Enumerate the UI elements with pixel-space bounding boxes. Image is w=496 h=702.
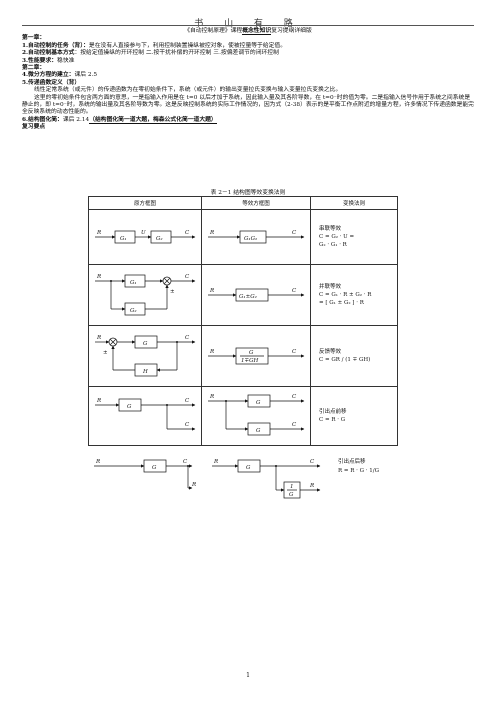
svg-text:R: R [191, 482, 196, 488]
svg-text:R: R [96, 398, 101, 404]
rule-pickoff-backward: 引出点后移 R = R · G · 1/G [338, 459, 380, 474]
table-caption: 表 2－1 结构图等效变换法则 [210, 190, 286, 196]
svg-text:G: G [256, 428, 261, 434]
svg-text:R: R [96, 274, 101, 280]
svg-text:R: R [209, 349, 214, 355]
svg-text:R: R [96, 335, 101, 341]
svg-text:U: U [141, 230, 146, 236]
item-2: 2.自动控制基本方式：按给定值操纵的开环控制 二.按干扰补偿的开环控制 三.按偏… [22, 50, 279, 57]
svg-text:G₁G₂: G₁G₂ [244, 236, 257, 242]
item-4: 4.微分方程的建立：课后 2.5 [22, 72, 98, 79]
svg-text:G₁±G₂: G₁±G₂ [239, 294, 257, 300]
rule-feedback: 反馈等效 C = GR / (1 ∓ GH) [310, 325, 398, 387]
svg-text:R: R [209, 230, 214, 236]
rule-pickoff-forward: 引出点前移 C = R · G [310, 386, 398, 446]
svg-text:C: C [292, 288, 297, 294]
svg-text:R: R [95, 459, 100, 465]
svg-text:H: H [142, 369, 148, 375]
col-header-equivalent: 等效方框图 [201, 196, 311, 210]
svg-text:R: R [209, 394, 214, 400]
svg-text:C: C [292, 230, 297, 236]
svg-text:±: ± [103, 350, 108, 356]
diagram-parallel-equivalent: R G₁±G₂ C [201, 264, 311, 326]
svg-text:1: 1 [290, 484, 294, 490]
svg-text:C: C [185, 274, 190, 280]
diagram-pickoff-forward-equivalent: R G G C C [201, 386, 311, 446]
transform-table: 原方框图 等效方框图 变换法则 R G₁ U G₂ C [88, 196, 398, 446]
review-heading: 复习要点 [22, 124, 46, 131]
svg-text:R: R [209, 288, 214, 294]
diagram-feedback-equivalent: R G 1∓GH C [201, 325, 311, 387]
svg-text:C: C [185, 335, 190, 341]
svg-text:C: C [183, 459, 188, 465]
item-6: 6.结构图化简：课后 2.14（结构图化简一道大题，梅森公式化简一道大题） [22, 116, 217, 124]
paragraph-2: 这里的零初始条件包含两方面的意思，一是指输入作用是在 t=0 以后才加于系统，因… [22, 94, 474, 116]
rule-series: 串联等效 C = G₂ · U = G₂ · G₁ · R [310, 209, 398, 265]
svg-text:±: ± [170, 289, 175, 295]
svg-text:G: G [246, 465, 251, 471]
svg-text:G₁: G₁ [130, 280, 137, 286]
paragraph-1: 线性定常系统（或元件）的传递函数为在零初始条件下，系统（或元件）的输出变量拉氏变… [34, 87, 342, 94]
diagram-feedback-original: R G H C ± [88, 325, 202, 387]
diagram-series-equivalent: R G₁G₂ C [201, 209, 311, 265]
item-1: 1.自动控制的任务（背）：是在没有人直接参与下，利用控制装置操纵被控对象，使被控… [22, 42, 287, 49]
svg-text:G₂: G₂ [130, 308, 137, 314]
svg-text:C: C [185, 230, 190, 236]
rule-parallel: 并联等效 C = G₁ · R ± G₂ · R = [ G₁ ± G₂ ] ·… [310, 264, 398, 326]
item-3: 3.性能要求：稳快准 [22, 57, 75, 64]
svg-text:G: G [289, 492, 294, 498]
svg-text:R: R [213, 459, 218, 465]
page-number: 1 [246, 672, 250, 679]
document-body: 《自动控制原理》课程概念性知识复习提纲详细版 第一章： 1.自动控制的任务（背）… [22, 28, 474, 132]
svg-text:G: G [127, 404, 132, 410]
item-5-heading: 5.传递函数定义（背） [22, 79, 81, 86]
diagram-series-original: R G₁ U G₂ C [88, 209, 202, 265]
page-header: 书 山 有 路 [194, 19, 302, 29]
svg-text:G: G [256, 400, 261, 406]
svg-text:C: C [185, 398, 190, 404]
svg-text:C: C [292, 422, 297, 428]
svg-text:C: C [310, 459, 315, 465]
diagram-parallel-original: R G₁ G₂ C ± [88, 264, 202, 326]
col-header-original: 原方框图 [88, 196, 202, 210]
doc-subtitle: 《自动控制原理》课程概念性知识复习提纲详细版 [184, 28, 312, 35]
svg-text:G: G [249, 350, 254, 356]
col-header-rule: 变换法则 [310, 196, 398, 210]
diagram-pickoff-forward-original: R G C C [88, 386, 202, 446]
svg-text:C: C [292, 394, 297, 400]
svg-text:G₂: G₂ [156, 236, 163, 242]
svg-text:G₁: G₁ [120, 236, 127, 242]
svg-text:G: G [143, 341, 148, 347]
chapter-1-heading: 第一章： [22, 35, 46, 42]
svg-text:C: C [292, 349, 297, 355]
svg-text:1∓GH: 1∓GH [241, 358, 259, 364]
svg-text:R: R [309, 483, 314, 489]
svg-text:R: R [96, 230, 101, 236]
chapter-2-heading: 第二章： [22, 65, 46, 72]
svg-text:G: G [152, 465, 157, 471]
header-rule [22, 25, 474, 26]
svg-text:C: C [185, 422, 190, 428]
